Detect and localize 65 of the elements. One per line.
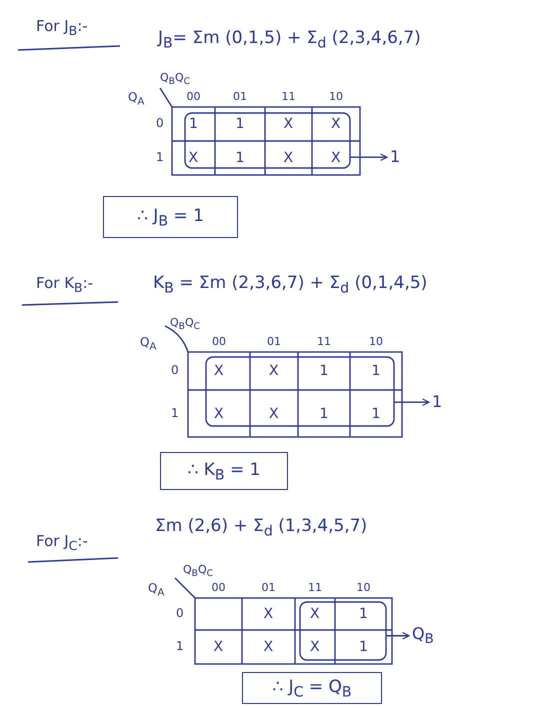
output-label: 1 [432,393,442,412]
map-entry: X [331,116,341,132]
row-variable: Q$_{A}$ [148,582,164,598]
arrow [350,153,388,161]
map-entry: X [264,606,274,622]
section-heading: For K$_{B}$:- [36,275,94,296]
row-header: 0 [176,607,184,621]
map-entry: X [269,363,279,380]
column-header: 10 [329,90,343,104]
section-heading: For J$_{C}$:- [36,533,88,554]
row-variable: Q$_{A}$ [128,90,144,108]
equation: J$_{B}$= Σm (0,1,5) + Σ$_{d}$ (2,3,4,6,7) [158,28,421,52]
arrow [394,398,430,406]
result-box: ∴ K$_{B}$ = 1 [160,452,288,490]
map-entry: X [264,639,274,656]
result-box: ∴ J$_{B}$ = 1 [103,196,238,238]
map-entry: X [331,150,341,166]
equation: Σm (2,6) + Σ$_{d}$ (1,3,4,5,7) [155,516,368,540]
row-header: 1 [176,640,184,654]
map-entry: 1 [189,116,198,132]
map-entry: 1 [320,363,328,380]
grouping-loop [184,112,351,169]
grouping-loop [299,601,387,661]
row-header: 0 [171,364,179,378]
row-header: 1 [156,151,164,165]
map-entry: 1 [320,406,328,422]
map-entry: X [269,406,279,422]
column-variables: Q$_{B}$Q$_{C}$ [170,317,200,333]
map-entry: 1 [236,116,244,132]
arrow [386,632,410,640]
result-box: ∴ J$_{C}$ = Q$_{B}$ [242,672,382,704]
column-header: 00 [186,90,200,104]
row-variable: Q$_{A}$ [140,336,156,352]
column-header: 11 [317,336,331,348]
map-entry: X [284,150,294,166]
map-entry: 1 [359,639,368,656]
column-header: 01 [262,582,276,594]
row-header: 0 [156,117,164,131]
map-entry: 1 [236,150,244,166]
output-label: 1 [390,148,400,166]
column-header: 10 [369,336,383,348]
column-header: 01 [233,90,247,104]
map-entry: X [284,116,294,132]
map-entry: X [188,150,198,166]
map-entry: X [214,363,224,380]
section-heading: For J$_{B}$:- [36,18,88,38]
map-entry: 1 [359,606,368,622]
equation: K$_{B}$ = Σm (2,3,6,7) + Σ$_{d}$ (0,1,4,5) [153,274,428,296]
map-entry: X [214,406,224,422]
column-header: 00 [212,336,226,348]
grouping-loop [205,356,395,427]
column-header: 11 [282,90,296,104]
output-label: Q$_{B}$ [412,624,434,647]
column-header: 10 [356,582,370,594]
column-header: 01 [267,336,281,348]
column-variables: Q$_{B}$Q$_{C}$ [160,72,190,88]
map-entry: X [310,639,320,656]
map-entry: X [214,639,224,656]
row-header: 1 [171,406,179,420]
map-entry: X [310,606,320,622]
column-header: 00 [212,582,226,594]
map-entry: 1 [372,406,380,422]
column-header: 11 [308,582,322,594]
map-entry: 1 [372,363,380,380]
column-variables: Q$_{B}$Q$_{C}$ [183,564,214,580]
